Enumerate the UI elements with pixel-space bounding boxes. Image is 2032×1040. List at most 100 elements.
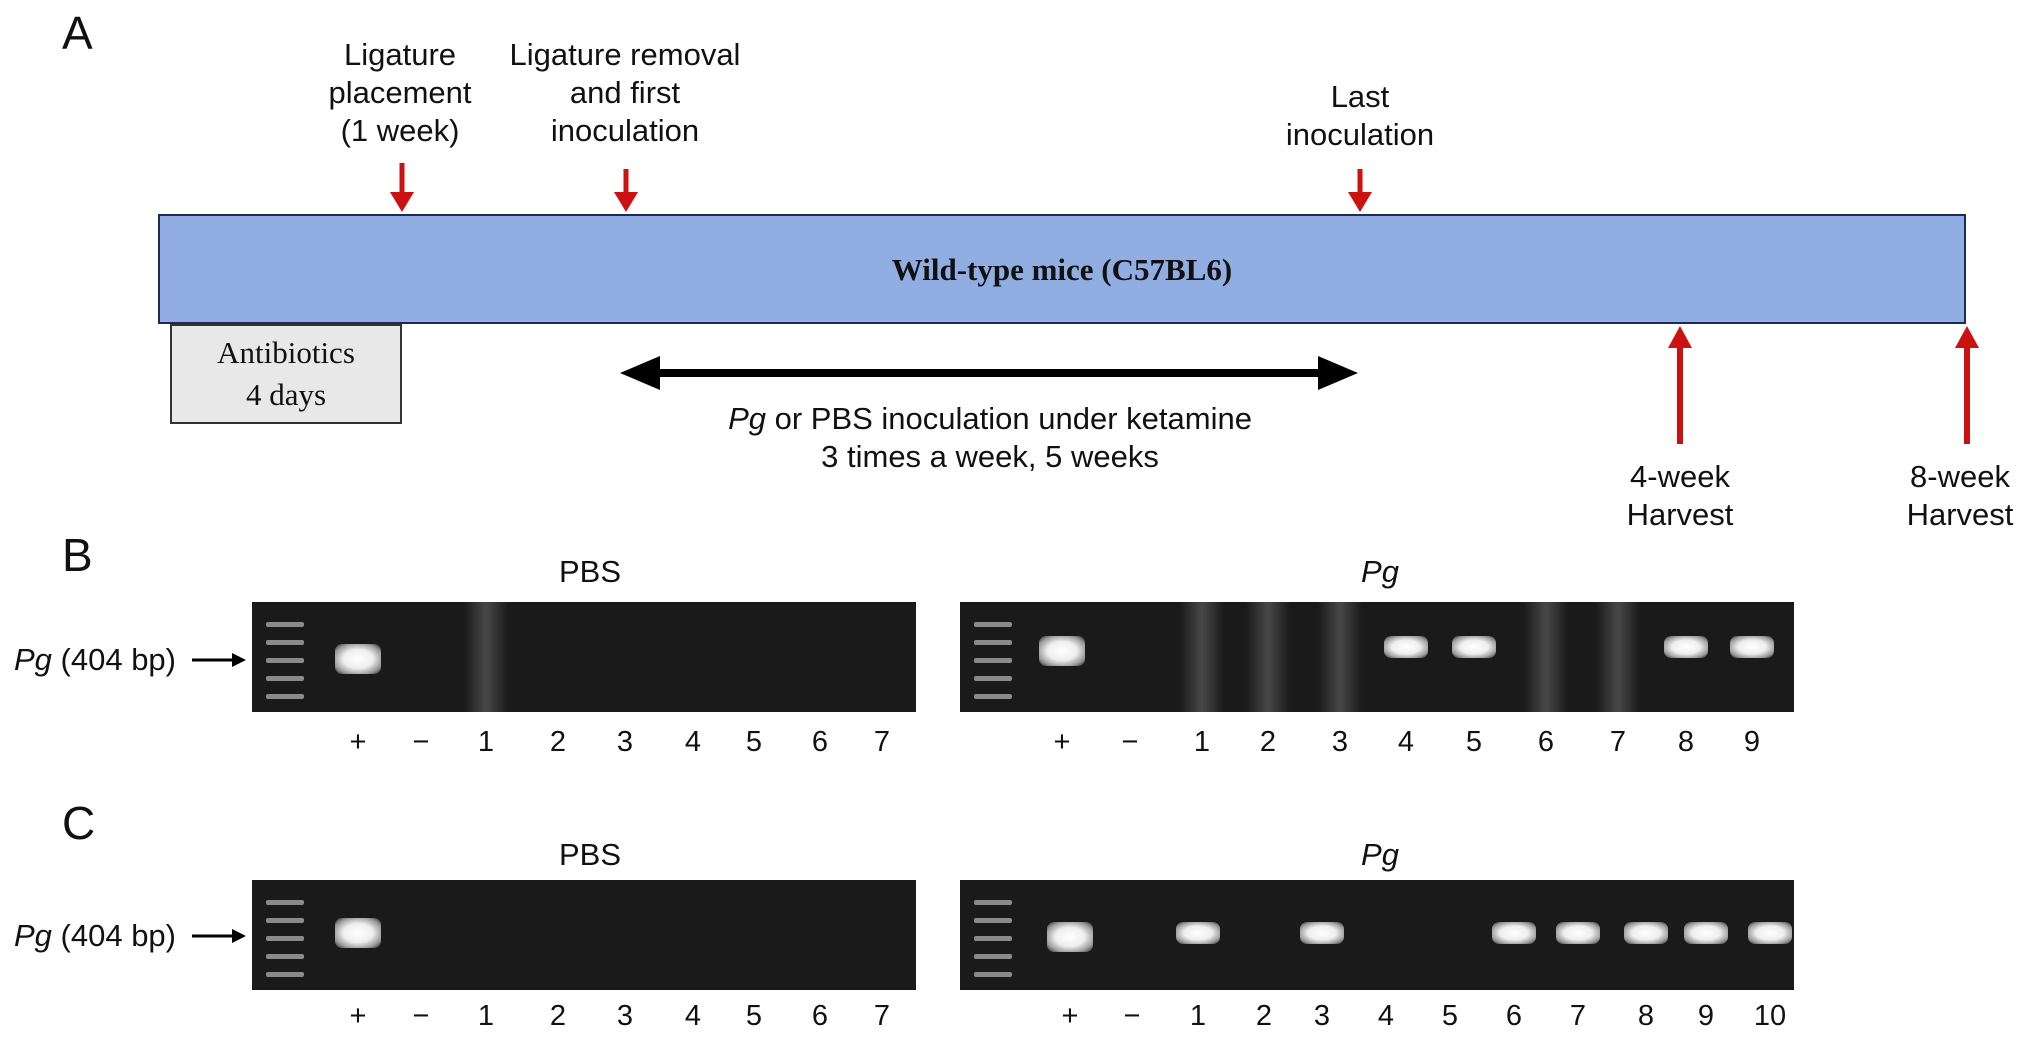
gel-b-pg-ladder-band (974, 676, 1012, 681)
gel-c-pg-lane-label: 9 (1697, 1000, 1715, 1032)
gel-c-pbs-lane-label: − (412, 1000, 430, 1032)
panel-label-b: B (62, 529, 93, 581)
harvest8-line1: 8-week (1910, 459, 2010, 494)
gel-b-pbs-lane-label: 2 (549, 726, 567, 758)
gel-b-pg-lane-label: − (1121, 726, 1139, 758)
removal-line3: inoculation (550, 113, 700, 148)
removal-line2: and first (569, 75, 681, 110)
gel-c-pg-lane-label: 6 (1505, 1000, 1523, 1032)
gel-c-pbs (252, 880, 916, 990)
gel-b-pg-lane-label: 6 (1537, 726, 1555, 758)
gel-b-pbs-lane-1-smear (464, 602, 508, 712)
gel-b-pg-lane-label: 8 (1677, 726, 1695, 758)
gel-c-pg-lane-label: 5 (1441, 1000, 1459, 1032)
panel-label-a: A (62, 7, 93, 59)
gel-b-pg-lane-2-smear (1246, 602, 1290, 712)
gel-b-pg-lane-label: 4 (1397, 726, 1415, 758)
gel-b-pbs-ladder-band (266, 676, 304, 681)
gel-c-pg-lane-label: 1 (1189, 1000, 1207, 1032)
gel-c-pg-lane-label: 8 (1637, 1000, 1655, 1032)
gel-c-pg-ladder-band (974, 918, 1012, 923)
gel-b-pg-lane-6-smear (1524, 602, 1568, 712)
harvest4-line2: Harvest (1626, 497, 1734, 532)
last-inoculation-arrow-icon (1348, 169, 1372, 212)
gel-c-pg-ladder-band (974, 972, 1012, 977)
gel-c-marker-arrow-icon (192, 929, 246, 943)
gel-c-pg-ladder-band (974, 936, 1012, 941)
period-pg: Pg (728, 401, 766, 436)
ligature-line2: placement (328, 75, 472, 110)
harvest-8week-label: 8-week Harvest (1890, 458, 2030, 534)
gel-c-pbs-ladder-band (266, 918, 304, 923)
gel-c-marker-pg: Pg (14, 918, 52, 953)
harvest-8week-arrow-icon (1955, 326, 1979, 444)
gel-c-pbs-ladder-band (266, 936, 304, 941)
period-line1: Pg or PBS inoculation under ketamine (640, 400, 1340, 438)
gel-c-pbs-lane-label: 1 (477, 1000, 495, 1032)
gel-b-pbs-lane-label: + (349, 726, 367, 758)
gel-b-pg-lane-1-smear (1180, 602, 1224, 712)
gel-b-pg-lane-label: 5 (1465, 726, 1483, 758)
antibiotics-line1: Antibiotics (217, 335, 355, 370)
gel-c-pg-band-lane-10 (1748, 922, 1792, 944)
gel-b-marker-pg: Pg (14, 642, 52, 677)
gel-c-pbs-lane-label: + (349, 1000, 367, 1032)
gel-b-pg-lane-label: 9 (1743, 726, 1761, 758)
gel-c-pg-lane-label: 10 (1753, 1000, 1787, 1032)
ligature-line1: Ligature (343, 37, 457, 72)
removal-line1: Ligature removal (509, 37, 741, 72)
gel-c-pg-title: Pg (1320, 836, 1440, 874)
gel-c-pg-band-lane-9 (1684, 922, 1728, 944)
gel-b-pbs-lane-label: − (412, 726, 430, 758)
gel-b-pbs-lane-label: 1 (477, 726, 495, 758)
gel-c-marker-label: Pg (404 bp) (14, 918, 176, 954)
gel-b-pg-title-text: Pg (1361, 554, 1399, 589)
gel-b-pbs-ladder-band (266, 694, 304, 699)
gel-c-pbs-lane-label: 4 (684, 1000, 702, 1032)
gel-b-pg-ladder-band (974, 658, 1012, 663)
gel-b-pbs-lane-label: 5 (745, 726, 763, 758)
ligature-arrow-icon (390, 163, 414, 212)
gel-b-pbs-lane-label: 7 (873, 726, 891, 758)
removal-arrow-icon (614, 169, 638, 212)
last-inoculation-label: Last inoculation (1240, 78, 1480, 154)
gel-b-pbs-ladder-band (266, 622, 304, 627)
inoculation-period-label: Pg or PBS inoculation under ketamine 3 t… (640, 400, 1340, 476)
gel-b-pg-lane-label: 2 (1259, 726, 1277, 758)
gel-c-pg-band-lane-+ (1047, 922, 1093, 952)
gel-b-pbs-lane-label: 4 (684, 726, 702, 758)
harvest8-line2: Harvest (1906, 497, 2014, 532)
harvest-4week-label: 4-week Harvest (1600, 458, 1760, 534)
inoculation-period-double-arrow-icon (620, 356, 1358, 390)
ligature-removal-label: Ligature removal and first inoculation (480, 36, 770, 150)
last-line2: inoculation (1285, 117, 1435, 152)
gel-b-pbs-lane-label: 6 (811, 726, 829, 758)
gel-b-pg-lane-label: + (1053, 726, 1071, 758)
harvest-4week-arrow-icon (1668, 326, 1692, 444)
gel-b-pbs-ladder-band (266, 658, 304, 663)
gel-b-pg-lane-label: 3 (1331, 726, 1349, 758)
period-line2: 3 times a week, 5 weeks (821, 439, 1159, 474)
harvest4-line1: 4-week (1630, 459, 1730, 494)
gel-b-pg-title: Pg (1320, 553, 1440, 591)
gel-b-pbs-band-lane-+ (335, 644, 381, 674)
gel-b-marker-arrow-icon (192, 653, 246, 667)
ligature-line3: (1 week) (340, 113, 460, 148)
gel-c-pg (960, 880, 1794, 990)
gel-b-pg-lane-3-smear (1318, 602, 1362, 712)
gel-c-pg-lane-label: 2 (1255, 1000, 1273, 1032)
gel-b-pg-band-lane-8 (1664, 636, 1708, 658)
gel-b-pbs-title: PBS (558, 554, 622, 589)
gel-c-pg-title-text: Pg (1361, 837, 1399, 872)
gel-b-pg (960, 602, 1794, 712)
antibiotics-box: Antibiotics 4 days (170, 324, 402, 424)
gel-c-pbs-title: PBS (558, 837, 622, 872)
gel-b-pg-ladder-band (974, 622, 1012, 627)
gel-c-pbs-lane-label: 3 (616, 1000, 634, 1032)
gel-c-pg-ladder-band (974, 900, 1012, 905)
period-line1-rest: or PBS inoculation under ketamine (765, 401, 1252, 436)
gel-c-pg-band-lane-3 (1300, 922, 1344, 944)
gel-c-pg-lane-label: − (1123, 1000, 1141, 1032)
timeline-bar-label: Wild-type mice (C57BL6) (891, 252, 1233, 287)
